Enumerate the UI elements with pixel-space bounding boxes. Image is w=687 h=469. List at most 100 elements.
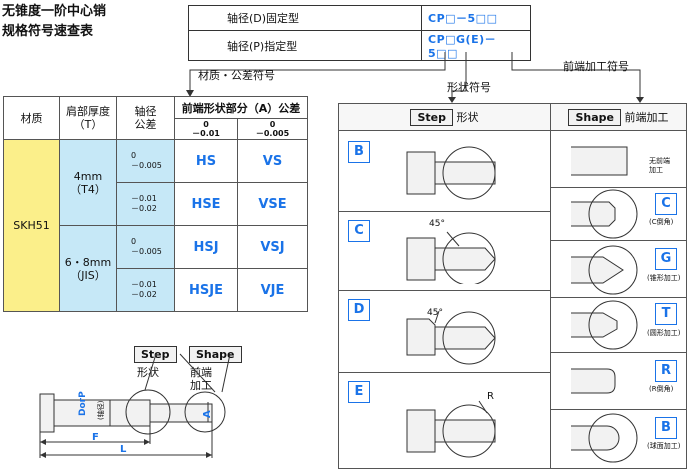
code-cell: VSJ — [237, 225, 308, 269]
shape-note: 无前端 加工 — [649, 157, 670, 174]
step-tag: Step — [410, 108, 453, 126]
step-cell-d: D 45° — [339, 291, 550, 373]
tol-lower: －0.005 — [131, 247, 162, 256]
code-row-p: 轴径(P)指定型 CP□G(E)－5□□ — [188, 30, 531, 61]
code-format-table: 轴径(D)固定型 CP□－5□□ 轴径(P)指定型 CP□G(E)－5□□ — [188, 5, 531, 61]
tol-lower: －0.005 — [255, 129, 290, 138]
shape-note: (C倒角) — [649, 218, 674, 226]
pin-dimension-drawing — [39, 353, 231, 458]
tol-lower: －0.02 — [131, 290, 157, 299]
step-b-drawing — [406, 146, 496, 200]
shape-step-table: Step 形状 Shape 前端加工 B — [338, 103, 687, 469]
step-header: Step 形状 — [338, 103, 551, 131]
shape-note: (R倒角) — [649, 385, 674, 393]
tip-tol-col-2: 0 －0.005 — [237, 118, 308, 140]
step-letter: D — [348, 299, 370, 321]
shape-r-drawing — [571, 368, 616, 394]
code-label: 轴径(P)指定型 — [188, 30, 422, 61]
shape-letter: B — [655, 417, 677, 439]
tip-code-pointer-label: 前端加工符号 — [563, 60, 629, 73]
shape-letter: R — [655, 360, 677, 382]
shape-letter: T — [655, 303, 677, 325]
shape-header-label: 前端加工 — [624, 110, 669, 124]
shape-t-drawing — [571, 300, 638, 350]
tolerance-cell: 0－0.005 — [116, 139, 175, 183]
step-letter: B — [348, 141, 370, 163]
shape-note: (锥形加工) — [647, 274, 681, 282]
material-tolerance-pointer-label: 材质・公差符号 — [198, 69, 275, 82]
step-d-drawing — [406, 310, 496, 365]
step-angle-label: 45° — [427, 308, 443, 318]
step-e-drawing — [406, 400, 496, 458]
thickness-cell: 6・8mm （JIS） — [59, 225, 117, 312]
shape-cell-b: B (球面加工) — [551, 410, 686, 468]
shape-header: Shape 前端加工 — [550, 103, 687, 131]
shape-b-drawing — [571, 413, 638, 463]
tol-upper: －0.01 — [131, 280, 157, 289]
shape-g-drawing — [571, 245, 638, 295]
step-radius-label: R — [487, 391, 494, 402]
step-header-label: 形状 — [456, 110, 479, 124]
shape-letter: C — [655, 193, 677, 215]
dim-a-label: A — [202, 410, 213, 418]
shape-cell-c: C (C倒角) — [551, 188, 686, 241]
shape-note: (圆形加工) — [647, 329, 681, 337]
dim-l-label: L — [120, 444, 127, 455]
diagram-shape-tag: Shape — [189, 346, 242, 363]
tol-upper: －0.01 — [131, 194, 157, 203]
tolerance-cell: －0.01－0.02 — [116, 182, 175, 226]
tol-upper: 0 — [269, 120, 276, 129]
table-row: SKH51 4mm （T4） 0－0.005 HS VS — [3, 139, 308, 312]
shape-code-pointer-label: 形状符号 — [447, 81, 491, 94]
shape-column: 无前端 加工 C (C倒角) G — [550, 130, 687, 469]
diagram-shape-label-1: 前端 — [190, 366, 212, 379]
tol-lower: －0.02 — [131, 204, 157, 213]
tip-tol-col-1: 0 －0.01 — [174, 118, 238, 140]
dim-d-sub-label: (轴径) — [97, 400, 105, 420]
shape-none-drawing — [571, 146, 628, 176]
shape-cell-t: T (圆形加工) — [551, 298, 686, 353]
code-cell: HSE — [174, 182, 238, 226]
shape-cell-r: R (R倒角) — [551, 353, 686, 410]
header-thickness: 肩部厚度 （T） — [59, 96, 117, 140]
dim-d-label: DorP — [78, 391, 88, 416]
shape-letter: G — [655, 248, 677, 270]
tol-upper: 0 — [203, 120, 209, 129]
step-cell-b: B — [339, 131, 550, 212]
step-c-drawing — [406, 231, 496, 284]
tol-upper: 0 — [131, 151, 137, 160]
material-cell: SKH51 — [3, 139, 60, 312]
shape-cell-none: 无前端 加工 — [551, 131, 686, 188]
header-tolerance: 轴径 公差 — [116, 96, 175, 140]
step-column: B C — [338, 130, 551, 469]
header-material: 材质 — [3, 96, 60, 140]
diagram-step-label: 形状 — [137, 366, 159, 379]
step-angle-label: 45° — [429, 219, 445, 229]
shape-cell-g: G (锥形加工) — [551, 241, 686, 298]
header-tip-shape: 前端形状部分（A）公差 — [174, 96, 308, 119]
tol-lower: －0.005 — [131, 161, 162, 170]
code-value: CP□G(E)－5□□ — [421, 30, 531, 61]
shape-c-drawing — [571, 189, 638, 239]
page-subtitle: 规格符号速查表 — [2, 24, 94, 39]
dim-f-label: F — [92, 432, 99, 443]
step-letter: E — [348, 381, 370, 403]
material-tolerance-table: 材质 肩部厚度 （T） 轴径 公差 前端形状部分（A）公差 0 －0.01 0 … — [3, 96, 308, 312]
step-cell-e: E R — [339, 373, 550, 468]
table-row: －0.01－0.02 HSJE VJE — [4, 268, 308, 312]
code-cell: VJE — [237, 268, 308, 312]
thickness-cell: 4mm （T4） — [59, 139, 117, 226]
code-cell: VS — [237, 139, 308, 183]
code-cell: HSJ — [174, 225, 238, 269]
shape-note: (球面加工) — [647, 442, 681, 450]
code-cell: HS — [174, 139, 238, 183]
step-cell-c: C 45° — [339, 212, 550, 291]
shape-tag: Shape — [568, 108, 621, 126]
step-letter: C — [348, 220, 370, 242]
code-cell: VSE — [237, 182, 308, 226]
diagram-step-tag: Step — [134, 346, 177, 363]
tol-lower: －0.01 — [192, 129, 220, 138]
tol-upper: 0 — [131, 237, 137, 246]
page-title: 无锥度一阶中心销 — [2, 4, 107, 19]
